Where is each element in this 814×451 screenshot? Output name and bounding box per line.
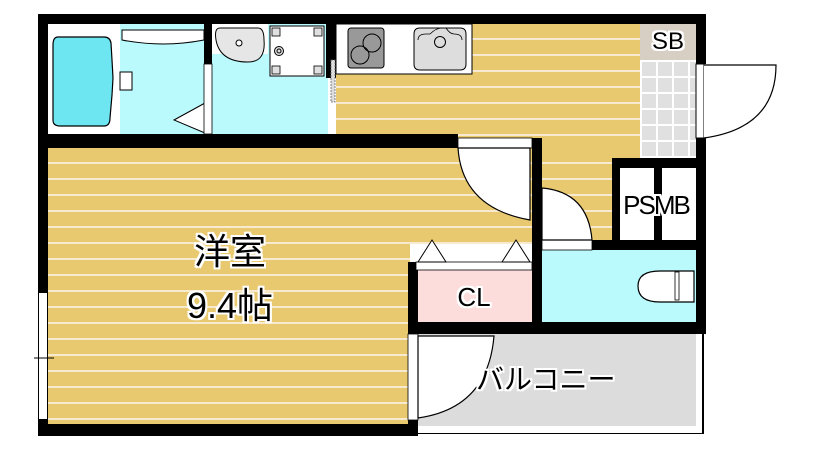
wall-right-lower: [696, 138, 706, 334]
wall-closet-left: [408, 262, 418, 334]
accordion-door-icon: [330, 59, 336, 103]
wall-hall-left: [532, 138, 542, 334]
toilet-icon: [637, 270, 695, 303]
room-door-icon: [457, 137, 533, 221]
window-left: [38, 292, 48, 420]
entry-tile-floor: [640, 60, 696, 160]
meter-box-label: PSMB: [623, 190, 691, 220]
balcony-door-icon: [407, 333, 495, 421]
wall-meter-left: [612, 158, 620, 250]
wall-left-upper: [38, 14, 48, 294]
wall-bath-divider: [204, 24, 212, 64]
western-room-floor: [48, 148, 410, 424]
closet-floor: [416, 262, 532, 322]
western-room-size: 9.4帖: [186, 285, 274, 326]
closet-label: CL: [457, 282, 491, 312]
balcony-label: バルコニー: [476, 364, 616, 395]
wall-meter-box: [612, 158, 696, 168]
wall-toilet-top: [592, 240, 696, 250]
kitchen-counter: [335, 23, 473, 75]
kitchen-sink-icon: [413, 27, 467, 71]
wall-balcony-left: [408, 420, 418, 436]
stove-icon: [347, 27, 385, 69]
toilet-door-icon: [541, 187, 593, 251]
wall-meter-mid: [654, 168, 662, 240]
entrance-door-icon: [695, 63, 777, 139]
wall-right: [696, 14, 706, 64]
wall-top: [38, 14, 706, 24]
wall-bath-bottom: [38, 134, 458, 148]
bathtub-icon: [48, 24, 133, 134]
shoe-box: [640, 24, 696, 60]
wall-closet-bottom: [408, 322, 706, 334]
bath-door-icon: [172, 102, 206, 134]
wall-wash-right: [326, 24, 336, 78]
wall-bottom-room: [38, 424, 416, 436]
closet-door-icon: [415, 239, 533, 271]
shoe-box-label: SB: [651, 28, 684, 55]
balcony-rail-side: [702, 334, 704, 434]
washing-machine-pan-icon: [269, 25, 325, 77]
washbasin-icon: [212, 24, 268, 63]
western-room-name: 洋室: [193, 231, 266, 272]
